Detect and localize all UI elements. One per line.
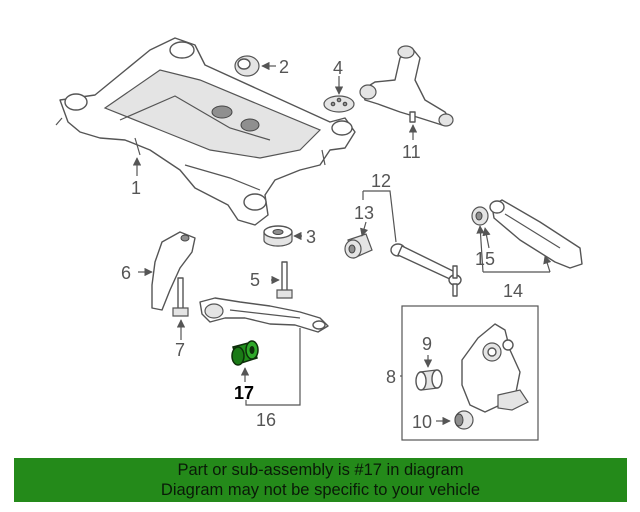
parts-diagram: 1 2 3 4 5 6 7 8 9 10 11 12 13 14 15 16 1… xyxy=(55,37,583,441)
banner-line-1: Part or sub-assembly is #17 in diagram xyxy=(177,461,464,479)
banner-line-2: Diagram may not be specific to your vehi… xyxy=(160,481,481,499)
callout-13: 13 xyxy=(354,203,374,223)
bolt-part-7[interactable] xyxy=(172,277,189,317)
callout-7: 7 xyxy=(175,340,185,360)
callout-11: 11 xyxy=(402,142,421,162)
bushing-part-2[interactable] xyxy=(234,55,260,77)
mount-part-3[interactable] xyxy=(263,225,293,247)
callout-14: 14 xyxy=(503,281,523,301)
lateral-link-part-12[interactable] xyxy=(390,243,462,297)
bushing-part-15[interactable] xyxy=(471,206,489,226)
callout-1: 1 xyxy=(131,178,141,198)
knuckle-part-8[interactable] xyxy=(461,323,529,413)
bushing-part-9[interactable] xyxy=(415,369,443,391)
callout-17: 17 xyxy=(234,383,254,403)
trailing-link-part-14[interactable] xyxy=(489,199,583,269)
callout-16: 16 xyxy=(256,410,276,430)
callout-15: 15 xyxy=(475,249,495,269)
callout-6: 6 xyxy=(121,263,131,283)
bushing-part-13[interactable] xyxy=(344,233,373,259)
bracket-part-6[interactable] xyxy=(151,231,196,311)
bolt-part-5[interactable] xyxy=(276,261,293,299)
plate-part-4[interactable] xyxy=(323,95,355,113)
callout-5: 5 xyxy=(250,270,260,290)
callout-9: 9 xyxy=(422,334,432,354)
upper-arm-part-11[interactable] xyxy=(359,45,454,127)
callout-3: 3 xyxy=(306,227,316,247)
lower-arm-part-16[interactable] xyxy=(199,297,329,333)
bushing-part-17-highlighted[interactable] xyxy=(231,340,259,366)
callout-8: 8 xyxy=(386,367,396,387)
callout-4: 4 xyxy=(333,58,343,78)
crossmember-part[interactable] xyxy=(55,37,356,226)
callout-10: 10 xyxy=(412,412,432,432)
callout-2: 2 xyxy=(279,57,289,77)
bushing-part-10[interactable] xyxy=(454,410,474,430)
callout-12: 12 xyxy=(371,171,391,191)
info-banner: Part or sub-assembly is #17 in diagram D… xyxy=(14,458,627,502)
